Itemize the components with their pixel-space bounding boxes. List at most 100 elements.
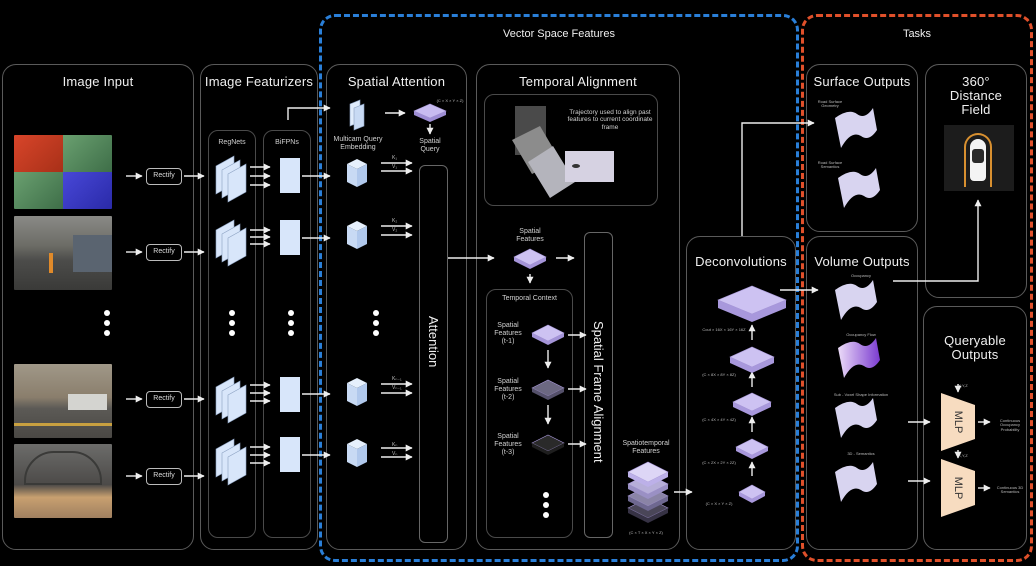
rectify-button-3[interactable]: Rectify (146, 391, 182, 408)
spatiotemporal-layer-icon (628, 484, 648, 499)
camera-image-street (14, 216, 112, 290)
mlp-input-1: X,Y,Z (958, 383, 968, 388)
trajectory-caption: Trajectory used to align past features t… (567, 109, 653, 131)
distance-field-title-2: Distance (949, 88, 1003, 103)
3d-semantics-icon (835, 462, 877, 502)
deconv-layer-icon (739, 492, 752, 503)
spatiotemporal-layer-icon (648, 496, 668, 511)
connector-arrow (287, 104, 331, 120)
connector-arrow (893, 199, 982, 282)
vn-label: Vₙ (392, 451, 398, 457)
bifpns-ellipsis (288, 310, 294, 340)
surface-output-label-geometry: Road Surface Geometry (817, 99, 843, 109)
occupancy-flow-icon (838, 338, 880, 378)
distance-field-title-1: 360° (962, 74, 990, 89)
kv-encoder-cube-icon (347, 226, 357, 249)
subvoxel-shape-icon (835, 398, 877, 438)
attention-ellipsis (373, 310, 379, 340)
deconvolutions-title: Deconvolutions (695, 254, 787, 269)
deconv-layer-icon (752, 492, 765, 503)
attention-label: Attention (426, 316, 441, 368)
surface-outputs-panel: Surface Outputs (806, 64, 918, 232)
k2-label: K₂ (392, 218, 398, 224)
rectify-button-2[interactable]: Rectify (146, 244, 182, 261)
queryable-outputs-title-2: Outputs (951, 347, 999, 362)
regnets-ellipsis (229, 310, 235, 340)
spatial-features-icon (514, 257, 530, 269)
mlp-block-1 (941, 393, 975, 451)
spatial-features-t3-icon (548, 443, 564, 455)
mlp-input-2: X,Y,Z (958, 453, 968, 458)
deconv-layer-icon (730, 357, 752, 373)
rectify-button-1[interactable]: Rectify (146, 168, 182, 185)
spatiotemporal-layer-icon (628, 508, 648, 523)
deconv-dims-2: (C × 4X × 4Y × 4Z) (702, 417, 736, 422)
spatiotemporal-layer-icon (648, 472, 668, 487)
mlp-block-2 (941, 459, 975, 517)
road-surface-semantics-icon (838, 168, 880, 208)
image-input-panel: Image Input (2, 64, 194, 550)
bifpn-block-2 (280, 220, 300, 255)
mlp-label-2: MLP (952, 477, 964, 500)
volume-output-label-subvoxel: Sub - Voxel Shape Information (833, 392, 889, 397)
kv-encoder-cube-icon (357, 383, 367, 406)
deconv-dims-0: Cout × 16X × 16Y × 16Z (702, 327, 746, 332)
kn1-label: Kₙ₋₁ (392, 376, 402, 382)
bifpn-block-4 (280, 437, 300, 472)
spatiotemporal-layer-icon (648, 508, 668, 523)
regnet-feature-map-icon (227, 163, 247, 203)
mlp-label-1: MLP (952, 411, 964, 434)
v2-label: V₂ (392, 227, 398, 233)
context-label-t1: Spatial Features (t-1) (494, 322, 522, 346)
tasks-group (801, 14, 1033, 562)
deconv-layer-icon (752, 357, 774, 373)
regnet-feature-map-icon (227, 384, 247, 424)
trajectory-frame-icon (565, 151, 614, 182)
queryable-outputs-title-1: Queryable (944, 333, 1006, 348)
regnet-feature-map-icon (227, 227, 247, 267)
deconv-layer-icon (752, 402, 771, 416)
spatiotemporal-layer-icon (648, 484, 668, 499)
tasks-title: Tasks (902, 28, 932, 40)
deconv-layer-icon (733, 402, 752, 416)
road-surface-geometry-icon (835, 108, 877, 148)
volume-output-label-occupancy: Occupancy (850, 273, 871, 278)
volume-outputs-panel: Volume Outputs (806, 236, 918, 550)
temporal-alignment-panel: Temporal Alignment (476, 64, 680, 550)
camera-image-construction (14, 444, 112, 518)
deconv-layer-icon (718, 300, 752, 322)
spatial-frame-alignment-block: Spatial Frame Alignment (584, 232, 613, 538)
regnets-panel: RegNets (208, 130, 256, 538)
trajectory-frame-icon (528, 146, 575, 198)
spatial-query-label: Spatial Query (419, 138, 441, 154)
image-featurizers-title: Image Featurizers (204, 74, 314, 89)
context-label-t3: Spatial Features (t-3) (494, 433, 522, 457)
distance-field-visualization (944, 125, 1014, 191)
kv-encoder-cube-icon (347, 444, 357, 467)
image-input-title: Image Input (62, 74, 134, 89)
spatial-features-icon (530, 257, 546, 269)
spatial-features-t2-icon (532, 388, 548, 400)
volume-output-label-flow: Occupancy Flow (846, 332, 876, 337)
spatial-features-label: Spatial Features (516, 228, 544, 244)
deconv-dims-4: (C × X × Y × Z) (705, 501, 733, 506)
deconv-layer-icon (736, 447, 752, 459)
multicam-query-embedding-label: Multicam Query Embedding (333, 136, 383, 152)
deconvolutions-panel: Deconvolutions (686, 236, 796, 550)
spatial-features-t1-icon (548, 333, 564, 345)
camera-image-rgb (14, 135, 112, 209)
bifpn-block-1 (280, 158, 300, 193)
spatial-frame-alignment-label: Spatial Frame Alignment (591, 321, 606, 463)
deconv-dims-1: (C × 8X × 8Y × 8Z) (702, 372, 736, 377)
regnet-feature-map-icon (227, 446, 247, 486)
spatial-query-dims: (C × X × Y × Z) (436, 98, 464, 103)
deconv-dims-3: (C × 2X × 2Y × 2Z) (702, 460, 736, 465)
spatial-features-t2-icon (548, 388, 564, 400)
bifpns-label: BiFPNs (275, 139, 299, 146)
mlp-output-2: Continuous 3D Semantics (996, 485, 1024, 495)
rectify-button-4[interactable]: Rectify (146, 468, 182, 485)
camera-image-city (14, 364, 112, 438)
spatial-attention-panel: Spatial Attention (326, 64, 467, 550)
deconv-layer-icon (752, 447, 768, 459)
spatiotemporal-layer-icon (628, 472, 648, 487)
